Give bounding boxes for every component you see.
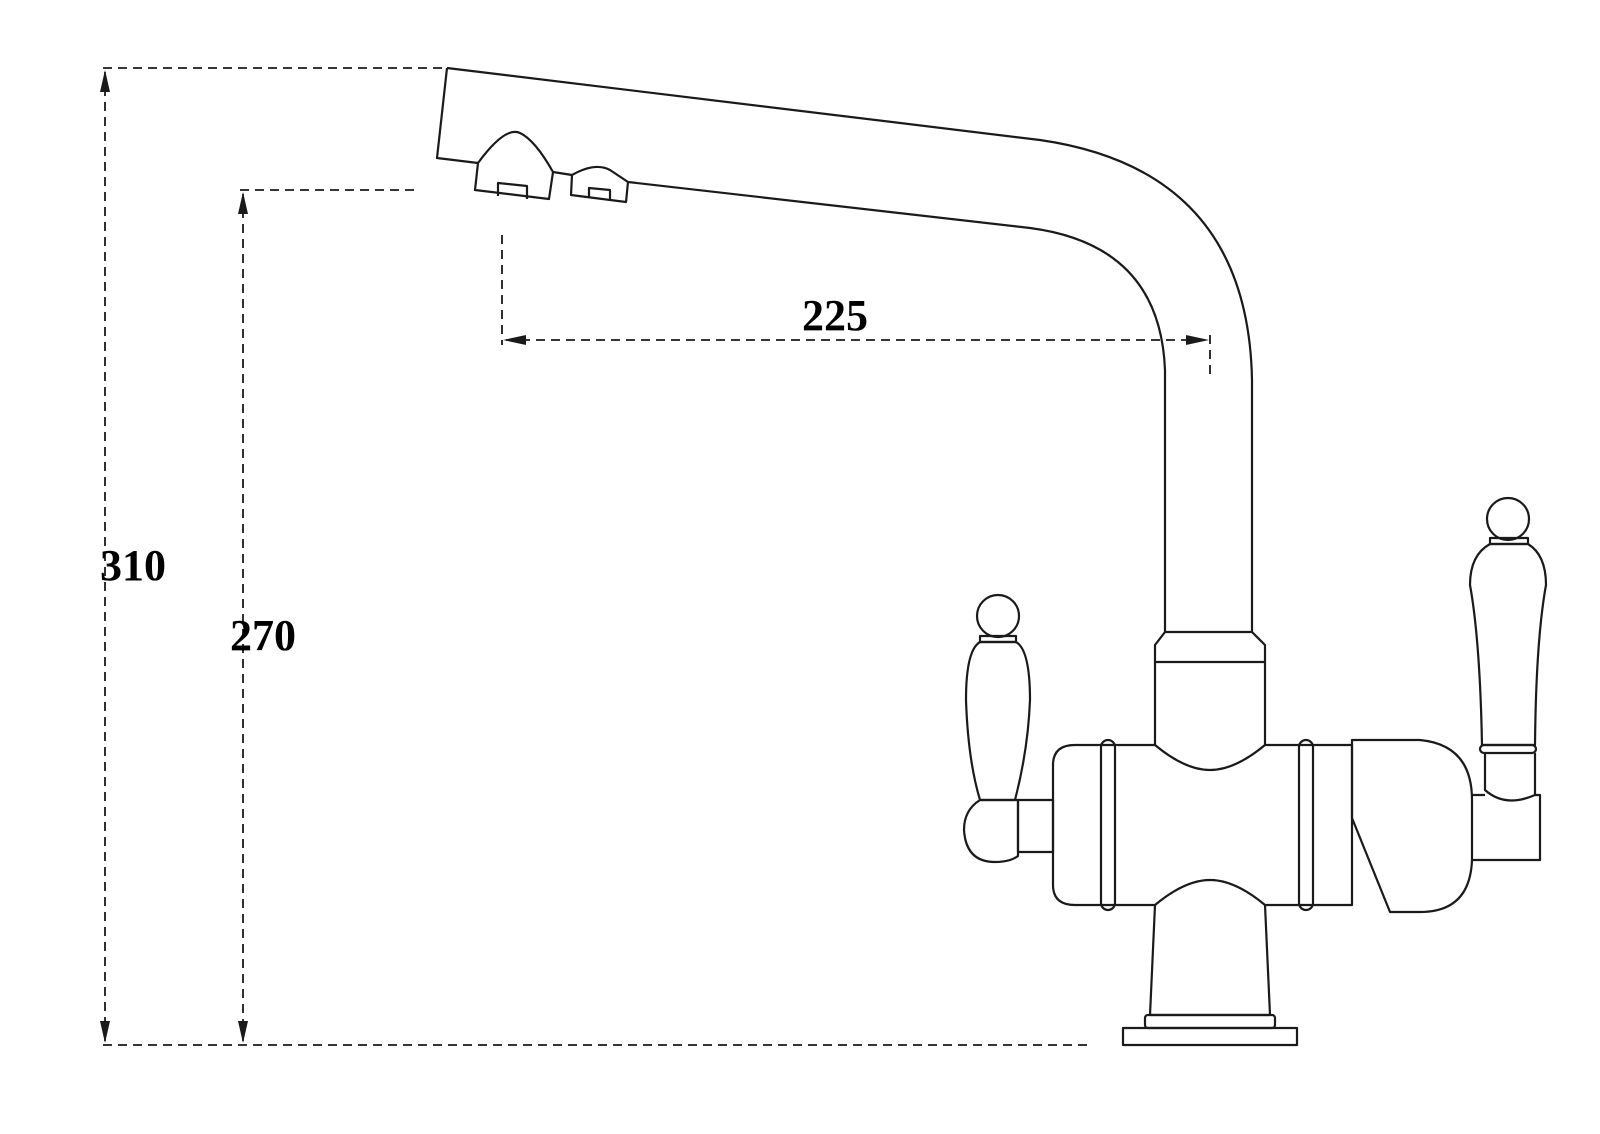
reach-label: 225 bbox=[802, 291, 868, 340]
arrow-up-icon bbox=[100, 70, 110, 92]
right-handle[interactable] bbox=[1468, 496, 1548, 862]
handle-lever bbox=[1468, 542, 1548, 747]
arrow-down-icon bbox=[238, 1021, 248, 1043]
base-plate bbox=[1121, 1026, 1299, 1047]
handle-ball-icon bbox=[1485, 496, 1531, 542]
handle-base bbox=[1483, 753, 1537, 802]
arrow-right-icon bbox=[1186, 335, 1209, 345]
body-ring-right bbox=[1297, 738, 1315, 912]
spout bbox=[435, 66, 1254, 632]
aerator-small-outlet bbox=[587, 186, 612, 201]
aerator-large bbox=[473, 130, 555, 201]
filter-valve-block bbox=[1350, 738, 1474, 914]
body-ring-left bbox=[1099, 738, 1117, 912]
handle-ring bbox=[1478, 743, 1538, 755]
aerator-large-outlet bbox=[496, 181, 529, 199]
arrow-up-icon bbox=[238, 192, 248, 214]
body-neck bbox=[1153, 662, 1267, 745]
body-cylinder bbox=[1051, 743, 1354, 907]
aerator-small bbox=[569, 165, 630, 204]
handle-ball-icon bbox=[975, 593, 1021, 639]
spout-inner-edge bbox=[627, 180, 1167, 632]
handle-lever bbox=[964, 640, 1032, 802]
arrow-left-icon bbox=[503, 335, 526, 345]
handle-knob bbox=[962, 798, 1020, 864]
base-flange bbox=[1143, 1013, 1277, 1030]
dimension-lines: 225 310 270 bbox=[100, 67, 1211, 1046]
spout-tip bbox=[435, 67, 479, 165]
aerator-gap bbox=[552, 170, 573, 177]
base-pedestal bbox=[1148, 904, 1272, 1017]
arrow-down-icon bbox=[100, 1021, 110, 1043]
faucet-body bbox=[1051, 630, 1474, 1047]
left-handle[interactable] bbox=[962, 593, 1055, 864]
spout-collar bbox=[1153, 630, 1267, 664]
handle-stem bbox=[1472, 793, 1542, 862]
spout-outer-edge bbox=[446, 66, 1254, 632]
handle-stem bbox=[1016, 798, 1055, 854]
total-height-label: 310 bbox=[100, 541, 166, 590]
outlet-height-label: 270 bbox=[230, 611, 296, 660]
